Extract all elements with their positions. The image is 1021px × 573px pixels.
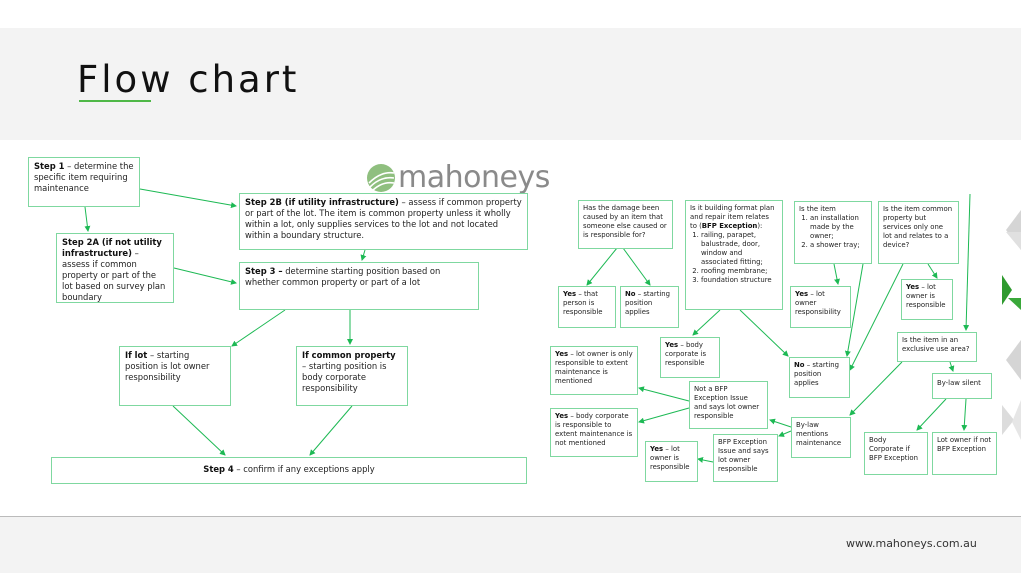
yes-body-corporate-extent-box: Yes – body corporate is responsible to e… [550,408,638,457]
yes-lot-owner-only-box: Yes – lot owner is only responsible to e… [550,346,638,395]
decorative-chevrons-icon [1002,210,1021,440]
bfp-yes-box: Yes – body corporate is responsible [660,337,720,378]
bfp-item: roofing membrane; [701,267,778,276]
bfp-item: foundation structure [701,276,778,285]
if-common-property-box: If common property – starting position i… [296,346,408,406]
device-question-box: Is the item common property but services… [878,201,959,264]
step3-box: Step 3 – determine starting position bas… [239,262,479,310]
exclusive-use-question-box: Is the item in an exclusive use area? [897,332,977,362]
bfp-no-box: No – starting position applies [789,357,850,398]
title-band [0,28,1021,140]
lot-owner-if-not-bfp-box: Lot owner if not BFP Exception [932,432,997,475]
body-corporate-if-bfp-box: Body Corporate if BFP Exception [864,432,928,475]
logo-text: mahoneys [398,160,550,195]
if-lot-box: If lot – starting position is lot owner … [119,346,231,406]
step4-box: Step 4 – confirm if any exceptions apply [51,457,527,484]
footer [0,516,1021,573]
mahoneys-logo: mahoneys [366,160,550,195]
install-item: a shower tray; [810,241,867,250]
bfp-question-box: Is it building format plan and repair it… [685,200,783,310]
install-item: an installation made by the owner; [810,214,867,241]
bylaw-mentions-box: By-law mentions maintenance [791,417,851,458]
page-title: Flow chart [77,58,300,101]
bfp-item: railing, parapet, balustrade, door, wind… [701,231,778,267]
installation-yes-box: Yes – lot owner responsibility [790,286,851,328]
bylaw-silent-box: By-law silent [932,373,992,399]
step2a-box: Step 2A (if not utility infrastructure) … [56,233,174,303]
not-bfp-issue-box: Not a BFP Exception Issue and says lot o… [689,381,768,429]
website-link[interactable]: www.mahoneys.com.au [846,537,977,550]
bfp-issue-box: BFP Exception Issue and says lot owner r… [713,434,778,482]
installation-question-box: Is the item an installation made by the … [794,201,872,264]
damage-yes-box: Yes – that person is responsible [558,286,616,328]
damage-no-box: No – starting position applies [620,286,679,328]
step2b-box: Step 2B (if utility infrastructure) – as… [239,193,528,250]
damage-question-box: Has the damage been caused by an item th… [578,200,673,249]
yes-lot-owner-box: Yes – lot owner is responsible [645,441,698,482]
device-yes-box: Yes – lot owner is responsible [901,279,953,320]
title-underline [79,100,151,102]
step1-box: Step 1 – determine the specific item req… [28,157,140,207]
logo-mark-icon [367,163,395,192]
